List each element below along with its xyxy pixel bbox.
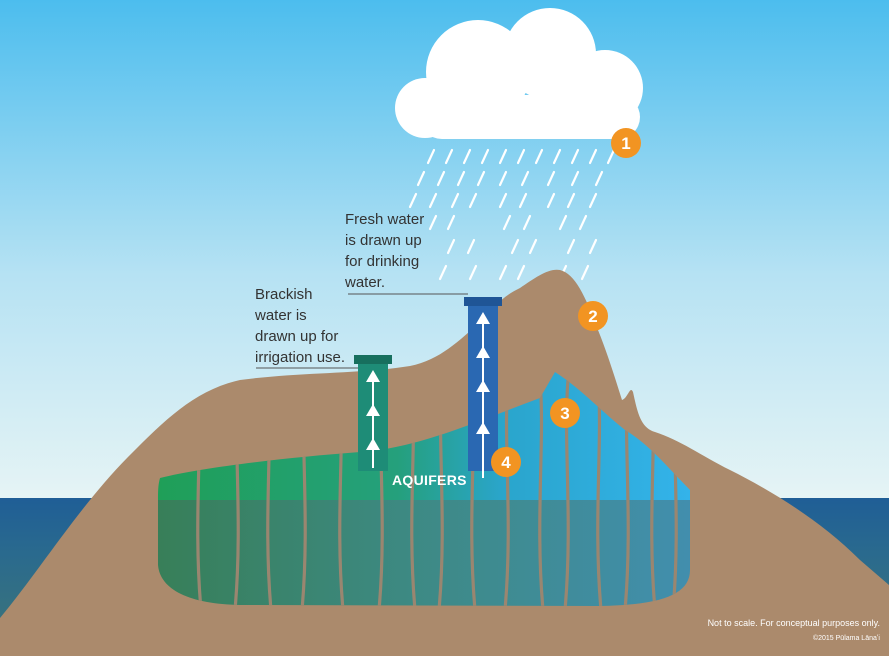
marker-3: 3 — [550, 398, 580, 428]
rain-drop — [462, 148, 472, 165]
rock-dike — [538, 378, 545, 606]
rain-drop — [498, 170, 508, 187]
svg-text:4: 4 — [501, 453, 511, 472]
rain-drop — [416, 170, 426, 187]
rain-drop — [408, 192, 418, 209]
rain-drop — [426, 148, 436, 165]
aquifer-underwater — [158, 498, 690, 606]
rain-drop — [502, 214, 512, 231]
rain-drop — [534, 148, 544, 165]
svg-text:1: 1 — [621, 134, 630, 153]
rain-drop — [552, 148, 562, 165]
rain-drop — [566, 238, 576, 255]
rain-drop — [522, 214, 532, 231]
rain-drop — [588, 238, 598, 255]
fresh-water-label-1: Fresh water — [345, 211, 424, 228]
rain-drop — [510, 238, 520, 255]
marker-1: 1 — [611, 128, 641, 158]
rain-drop — [480, 148, 490, 165]
rain-drop — [428, 214, 438, 231]
rain-drop — [578, 214, 588, 231]
rain-drop — [546, 192, 556, 209]
rain-drop — [570, 148, 580, 165]
rain-drop — [546, 170, 556, 187]
rain-drop — [436, 170, 446, 187]
rain-drop — [450, 192, 460, 209]
rain-drop — [498, 148, 508, 165]
fresh-water-label-2: is drawn up — [345, 232, 422, 249]
brackish-water-label-1: Brackish — [255, 286, 313, 303]
brackish-well — [354, 355, 392, 471]
svg-text:2: 2 — [588, 307, 597, 326]
rain-drop — [516, 148, 526, 165]
rain-drop — [520, 170, 530, 187]
rain — [408, 148, 616, 281]
brackish-water-label-3: drawn up for — [255, 328, 338, 345]
rain-drop — [466, 238, 476, 255]
rain-drop — [498, 264, 508, 281]
rain-drop — [528, 238, 538, 255]
rain-drop — [580, 264, 590, 281]
rain-drop — [594, 170, 604, 187]
rain-drop — [570, 170, 580, 187]
rain-drop — [476, 170, 486, 187]
brackish-water-label-4: irrigation use. — [255, 349, 345, 366]
rain-drop — [516, 264, 526, 281]
svg-text:3: 3 — [560, 404, 569, 423]
marker-2: 2 — [578, 301, 608, 331]
rain-drop — [498, 192, 508, 209]
rain-drop — [456, 170, 466, 187]
rain-drop — [566, 192, 576, 209]
rain-drop — [468, 264, 478, 281]
rain-drop — [444, 148, 454, 165]
rain-drop — [438, 264, 448, 281]
aquifers-label: AQUIFERS — [392, 472, 467, 488]
rain-drop — [588, 148, 598, 165]
disclaimer-text: Not to scale. For conceptual purposes on… — [708, 618, 880, 628]
rain-drop — [518, 192, 528, 209]
rain-drop — [446, 214, 456, 231]
rain-drop — [558, 214, 568, 231]
brackish-water-label-2: water is — [254, 307, 307, 324]
cloud — [395, 8, 643, 139]
copyright-text: ©2015 Pūlama Lānaʻi — [813, 634, 880, 642]
rain-drop — [428, 192, 438, 209]
rain-drop — [588, 192, 598, 209]
marker-4: 4 — [491, 447, 521, 477]
fresh-water-label-4: water. — [344, 274, 385, 291]
rain-drop — [468, 192, 478, 209]
fresh-water-label-3: for drinking — [345, 253, 419, 270]
rain-drop — [606, 148, 616, 165]
rain-drop — [446, 238, 456, 255]
fresh-well — [464, 297, 502, 478]
